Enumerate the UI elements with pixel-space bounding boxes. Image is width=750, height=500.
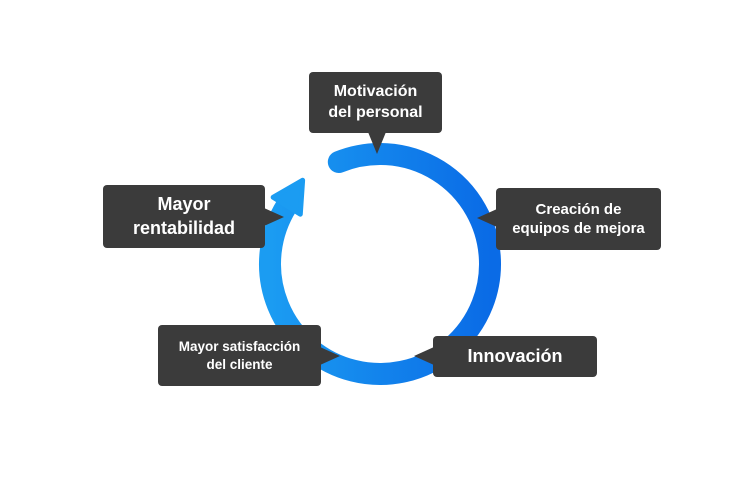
node-label: rentabilidad — [132, 217, 235, 238]
node-innovacion: Innovación — [433, 336, 597, 377]
callout-pointer — [368, 132, 386, 154]
node-label: del cliente — [206, 356, 273, 372]
node-label: Creación de — [535, 200, 622, 218]
node-label: Mayor — [157, 194, 211, 215]
node-label: equipos de mejora — [512, 220, 645, 237]
callout-pointer — [264, 208, 284, 226]
callout-pointer — [320, 347, 340, 365]
node-motivacion: Motivación del personal — [309, 72, 442, 133]
node-label: Innovación — [467, 345, 563, 366]
callout-pointer — [477, 209, 497, 227]
arrowhead-icon — [270, 177, 306, 217]
node-satisfaccion-cliente: Mayor satisfacción del cliente — [158, 325, 321, 386]
node-creacion-equipos: Creación de equipos de mejora — [496, 188, 661, 250]
node-label: Mayor satisfacción — [178, 338, 301, 354]
node-label: del personal — [328, 103, 423, 121]
callout-pointer — [414, 347, 434, 365]
node-label: Motivación — [333, 82, 418, 100]
